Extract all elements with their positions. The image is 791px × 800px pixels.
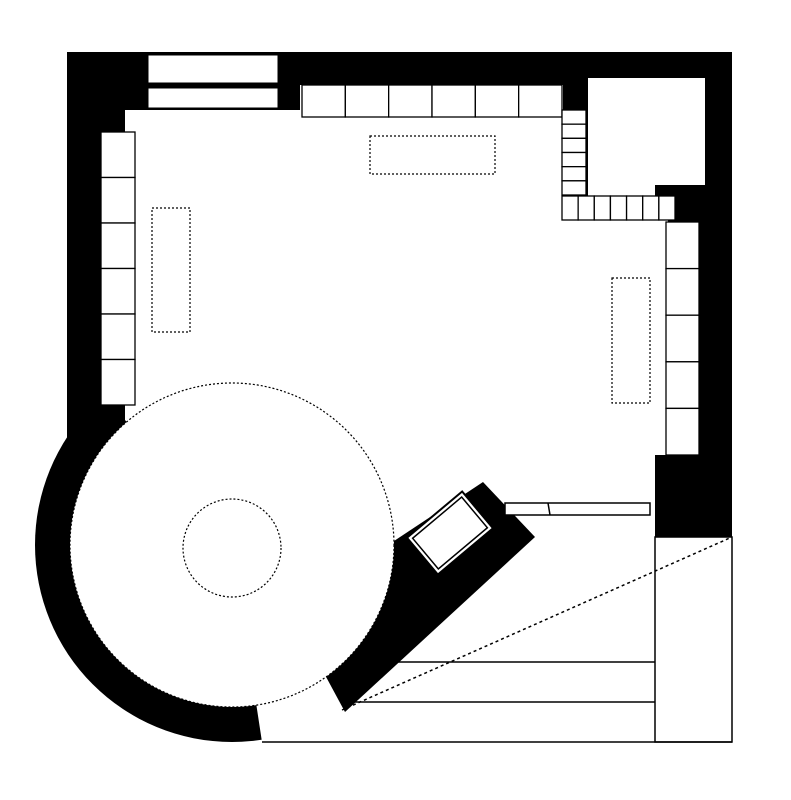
window-pane [147, 54, 279, 84]
bench-cushion [100, 176, 136, 224]
bench-cushion [593, 195, 612, 221]
bench-cushion [561, 180, 587, 196]
bench-cushion [100, 358, 136, 406]
center-circle [182, 498, 282, 598]
bench-cushion [658, 195, 676, 221]
door-sill [504, 502, 651, 516]
bench-cushion [561, 109, 587, 125]
sightline [341, 536, 733, 711]
bench-cushion [577, 195, 595, 221]
bench-cushion [344, 84, 390, 118]
bench-cushion [100, 267, 136, 315]
bench-cushion [561, 166, 587, 182]
diagonal-window-inner [411, 496, 489, 570]
bench-cushion [561, 195, 579, 221]
bench-cushion [100, 222, 136, 270]
bench-cushion [609, 195, 628, 221]
table [151, 207, 191, 333]
corner-room-floor [588, 78, 705, 185]
tables [151, 135, 651, 404]
bench-cushion [625, 195, 644, 221]
benches [100, 84, 700, 456]
table [611, 277, 651, 404]
stairs-area [262, 536, 733, 743]
bench-cushion [665, 221, 700, 270]
window-pane [147, 87, 279, 109]
top-windows [147, 54, 279, 109]
corner-room [588, 78, 705, 198]
table [369, 135, 496, 175]
bench-cushion [561, 151, 587, 168]
bench-cushion [561, 123, 587, 139]
bench-cushion [665, 314, 700, 363]
bench-cushion [100, 131, 136, 179]
bench-cushion [100, 313, 136, 361]
door-break [547, 502, 551, 516]
bench-cushion [665, 267, 700, 316]
door-threshold [504, 502, 651, 516]
bench-cushion [474, 84, 520, 118]
window-diagonal [405, 490, 495, 576]
bench-cushion [642, 195, 660, 221]
corner-room-floor-step [588, 180, 655, 198]
bench-cushion [518, 84, 563, 118]
bench-cushion [665, 361, 700, 410]
bench-cushion [665, 407, 700, 456]
bench-cushion [301, 84, 346, 118]
bench-cushion [388, 84, 433, 118]
bench-cushion [431, 84, 476, 118]
bench-cushion [561, 137, 587, 154]
tower-floor-outline [69, 382, 395, 708]
